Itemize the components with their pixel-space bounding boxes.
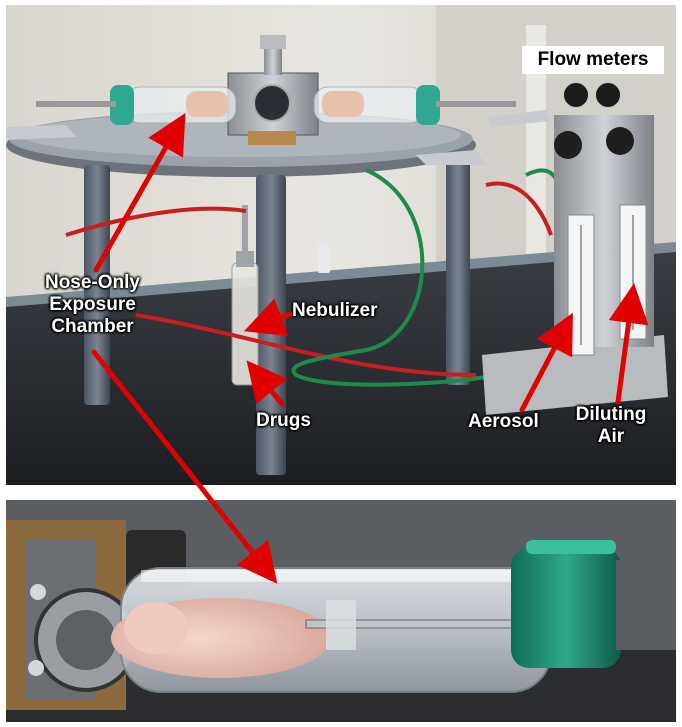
flow-meters-label: Flow meters xyxy=(522,46,664,74)
chamber-closeup-illustration xyxy=(6,500,676,722)
chamber-label-line2: Exposure xyxy=(49,294,136,315)
arrow-chamber-to-top xyxy=(93,112,186,273)
diluting-air-label-line2: Air xyxy=(597,426,625,447)
arrow-nebulizer xyxy=(243,298,293,336)
chamber-label-line1: Nose-Only xyxy=(44,272,141,293)
chamber-closeup-photo xyxy=(6,500,676,722)
arrow-aerosol xyxy=(519,312,573,413)
chamber-label: Nose-Only Exposure Chamber xyxy=(30,272,155,338)
arrow-chamber-to-closeup xyxy=(91,349,278,584)
aerosol-label: Aerosol xyxy=(468,411,539,432)
drugs-label: Drugs xyxy=(256,410,311,431)
diluting-air-label: Diluting Air xyxy=(570,404,652,448)
arrow-drugs xyxy=(246,360,288,407)
chamber-label-line3: Chamber xyxy=(51,316,134,337)
nebulizer-label: Nebulizer xyxy=(292,300,378,321)
diluting-air-label-line1: Diluting xyxy=(575,404,647,425)
arrow-diluting-air xyxy=(608,283,649,405)
